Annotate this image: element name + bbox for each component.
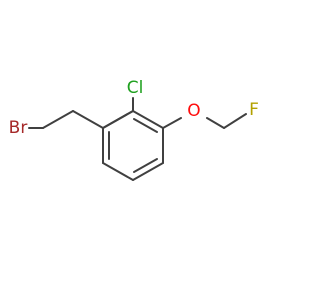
molecule-structure: Br Cl O F (9, 78, 259, 181)
structure-canvas: Br Cl O F (8, 78, 259, 181)
bond-ring-c6-c7 (132, 162, 164, 181)
bond-c1-c2 (42, 110, 74, 129)
bond-ch2-f (223, 113, 247, 129)
atom-label-br: Br (9, 118, 28, 138)
bond-c5-o (162, 117, 182, 129)
bond-double-c4-c5 (133, 118, 158, 133)
atom-label-cl: Cl (127, 78, 144, 98)
bond-c2-c3 (72, 110, 104, 129)
bond-double-c6-c7 (133, 158, 158, 173)
atom-label-o: O (187, 101, 200, 121)
bond-ring-c9-c4 (102, 110, 134, 129)
bond-o-ch2 (206, 117, 225, 129)
atom-label-f: F (249, 100, 259, 120)
bond-ring-c4-c5 (132, 110, 164, 129)
bond-ring-c7-c8 (102, 162, 134, 181)
